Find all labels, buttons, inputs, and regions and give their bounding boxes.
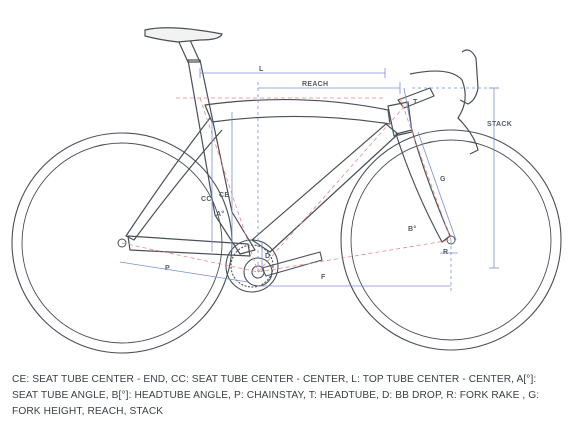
stem [397, 87, 435, 109]
label-f: F [321, 274, 326, 281]
label-t: T [413, 99, 418, 106]
label-l: L [259, 66, 264, 73]
bike-geometry-diagram: L REACH STACK T G CC CE A° B° D P F R [11, 27, 562, 354]
label-reach: REACH [302, 81, 328, 88]
down-tube [251, 123, 399, 253]
centerlines [121, 97, 452, 273]
geometry-legend-caption: CE: SEAT TUBE CENTER - END, CC: SEAT TUB… [12, 374, 540, 417]
label-b: B° [408, 225, 416, 233]
label-g: G [440, 176, 446, 183]
label-p: P [165, 265, 170, 272]
label-ce: CE [219, 192, 229, 199]
top-tube [204, 98, 391, 125]
seatpost [177, 39, 201, 63]
seat-tube [187, 59, 256, 255]
label-cc: CC [201, 196, 212, 203]
label-stack: STACK [487, 121, 512, 128]
saddle [144, 27, 223, 43]
label-r: R [443, 249, 448, 256]
seat-stay [125, 117, 223, 241]
front-wheel [340, 129, 562, 351]
label-a: A° [216, 210, 224, 218]
chainstay [127, 235, 251, 257]
frame [125, 39, 451, 257]
dimension-lines [119, 68, 500, 292]
label-d: D [265, 253, 270, 260]
fork [395, 129, 451, 243]
